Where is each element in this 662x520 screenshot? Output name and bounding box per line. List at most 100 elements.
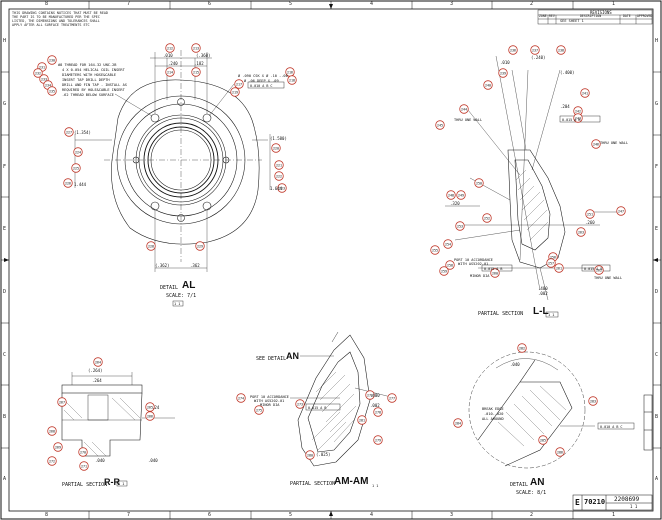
callout-number: 245 [437, 123, 443, 127]
callout-number: 215 [193, 70, 199, 74]
callout-number: 247 [618, 209, 624, 213]
dim-text: .002 [370, 403, 380, 408]
callout-circle [63, 178, 73, 188]
detail-al-ref: 1 1 [174, 302, 181, 306]
callout-circle [387, 393, 397, 403]
dim-text: .040 [148, 458, 158, 463]
section-ll-ref: 1 1 [548, 313, 555, 317]
callout-number: 212 [167, 46, 173, 50]
callout-number: 252 [484, 216, 490, 220]
dim-text: (1.354) [74, 130, 91, 135]
zone-label-bottom: 1 [612, 512, 616, 518]
note-text: ALL AROUND [482, 417, 504, 421]
callout-balloon: 232 [33, 68, 43, 78]
dim-text: 1.444 [74, 182, 87, 187]
callout-balloon: 240 [483, 80, 493, 90]
callout-balloon: 216 [285, 67, 295, 77]
callout-circle [456, 190, 466, 200]
callout-balloon: 262 [594, 265, 604, 275]
zone-label-bottom: 8 [45, 512, 49, 518]
callout-circle [588, 396, 598, 406]
note-text: INSERT TAP DRILL DEPTH [62, 78, 110, 82]
callout-balloon: 250 [474, 178, 484, 188]
revision-col-zone: ZONE [539, 14, 547, 18]
zone-label-top: 6 [208, 1, 212, 7]
callout-number: 227 [66, 130, 72, 134]
callout-circle [546, 258, 556, 268]
dim-text: .260 [585, 220, 595, 225]
callout-circle [482, 213, 492, 223]
callout-number: 225 [73, 166, 79, 170]
callout-circle [594, 265, 604, 275]
zone-label-side: G [655, 101, 659, 107]
callout-balloon: 255 [430, 245, 440, 255]
dim-text: .264 [92, 378, 102, 383]
detail-al-scale: SCALE: 7/1 [166, 293, 197, 299]
callout-circle [78, 447, 88, 457]
callout-circle [47, 55, 57, 65]
callout-balloon: 226 [63, 178, 73, 188]
note-text: .62 THREAD BELOW SURFACE [62, 93, 114, 97]
dim-text: .400 [370, 393, 380, 398]
zone-label-top: 5 [289, 1, 293, 7]
callout-number: 281 [359, 418, 365, 422]
callout-number: 285 [540, 438, 546, 442]
callout-number: 269 [55, 445, 61, 449]
callout-circle [271, 143, 281, 153]
callout-balloon: 270 [78, 447, 88, 457]
note-text: Ø .090 CSK X Ø .10 -.00 [238, 74, 288, 78]
zone-label-side: A [3, 476, 7, 482]
detail-al-prefix: DETAIL [160, 285, 179, 291]
zone-label-bottom: 6 [208, 512, 212, 518]
zone-label-bottom: 4 [370, 512, 374, 518]
callout-number: 242 [575, 109, 581, 113]
zone-label-side: G [3, 101, 7, 107]
note-text: Ø .06 DEEP X .09 [244, 79, 279, 83]
callout-circle [146, 241, 156, 251]
callout-circle [234, 79, 244, 89]
fcf-text: 0.015 A B [484, 267, 503, 271]
callout-circle [47, 86, 57, 96]
zone-label-bottom: 5 [289, 512, 293, 518]
callout-number: 261 [556, 266, 562, 270]
callout-balloon: 242 [573, 106, 583, 116]
detail-an-letter: AN [530, 477, 545, 488]
callout-number: 223 [279, 186, 285, 190]
detail-al-letter: AL [182, 280, 196, 291]
section-rr-ref: 1 1 [118, 482, 125, 486]
callout-number: 231 [39, 65, 45, 69]
section-amam-geometry [290, 331, 396, 467]
zone-label-side: H [3, 38, 7, 44]
callout-balloon: 241 [580, 88, 590, 98]
note-text: 4 X 0.054 HELICAL COIL INSERT [62, 68, 125, 72]
section-ll-prefix: PARTIAL SECTION [478, 311, 524, 317]
note-text: DRILL AND FIN TAP - INSTALL AS [62, 83, 127, 87]
note-text: .010-.020 [484, 412, 504, 416]
zone-label-bottom: 3 [450, 512, 454, 518]
dim-text: .040 [510, 362, 520, 367]
dim-text: (1.580) [270, 136, 287, 141]
dim-text: .362 [190, 263, 200, 268]
dim-text: (.400) [560, 70, 575, 75]
see-detail-letter: AN [286, 351, 299, 361]
zone-label-side: F [3, 164, 7, 170]
note-text: BREAK EDGE [482, 407, 504, 411]
callout-balloon: 274 [236, 393, 246, 403]
note-text: THRU ONE WALL [454, 118, 483, 122]
callout-circle [73, 147, 83, 157]
detail-an-geometry [468, 351, 595, 469]
zone-label-side: C [3, 352, 7, 358]
callout-balloon: 224 [73, 147, 83, 157]
callout-number: 270 [80, 450, 86, 454]
callout-circle [576, 227, 586, 237]
fcf-text: 0.010 A B C [250, 84, 273, 88]
section-rr-prefix: PARTIAL SECTION [62, 482, 108, 488]
see-detail-prefix: SEE DETAIL [256, 356, 287, 362]
callout-circle [435, 120, 445, 130]
revision-col-rev: REV [549, 14, 555, 18]
callout-balloon: 252 [482, 213, 492, 223]
callout-number: 233 [41, 77, 47, 81]
dim-text: .010 [163, 53, 173, 58]
zone-label-top: 4 [370, 1, 374, 7]
